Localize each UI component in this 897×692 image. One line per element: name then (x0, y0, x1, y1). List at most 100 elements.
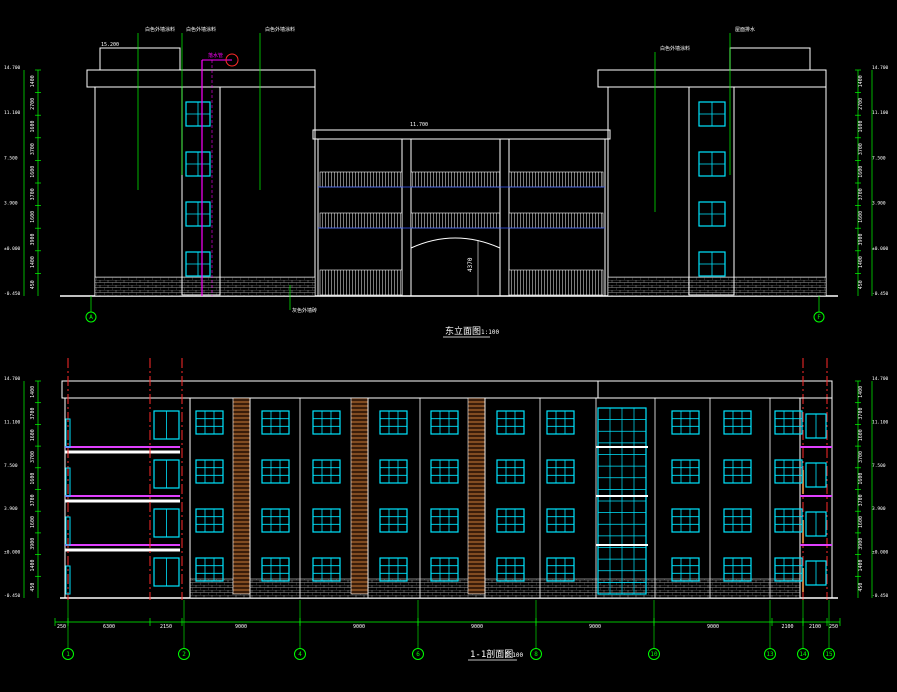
level-0: 14.700 (872, 65, 889, 71)
cut-left-jamb-2 (65, 516, 71, 546)
dim-seg-4: 1600 (30, 166, 36, 178)
window-8-3 (723, 557, 752, 582)
axis-bubble-14 (797, 648, 809, 660)
dim-seg-8: 1400 (30, 559, 36, 571)
cut-right-window-1 (805, 462, 827, 488)
floor-beams-left (65, 450, 180, 552)
axis-bubble-6 (412, 648, 424, 660)
middle-canopy (312, 129, 611, 140)
dimension-chain-top-left: 1400270016003700160037001600390014004501… (4, 65, 41, 297)
axis-bubble-2 (178, 648, 190, 660)
left-stair-core (181, 86, 221, 296)
window-7-0 (671, 410, 700, 435)
dim-seg-5: 3700 (30, 494, 36, 506)
span-9: 2100 (809, 624, 821, 630)
dim-seg-9: 450 (858, 280, 864, 289)
dim-seg-0: 1400 (858, 386, 864, 398)
top-left-window-0 (185, 101, 211, 127)
dim-seg-8: 1400 (30, 256, 36, 268)
window-4-0 (430, 410, 459, 435)
window-5-0 (496, 410, 525, 435)
level-0: 14.700 (4, 65, 21, 71)
entrance-arch (410, 237, 501, 296)
axis-bubble-8 (530, 648, 542, 660)
east-elevation: 白色外墙涂料 白色外墙涂料 白色外墙涂料 白色外墙涂料 屋面排水 15.200 … (4, 26, 889, 338)
window-0-1 (195, 459, 224, 484)
dim-seg-9: 450 (30, 280, 36, 289)
window-6-3 (546, 557, 575, 582)
dim-seg-7: 3900 (858, 538, 864, 550)
dim-seg-3: 3700 (858, 451, 864, 463)
top-scale: 1:100 (481, 329, 499, 336)
axis-bubble-15 (823, 648, 835, 660)
dim-seg-4: 1600 (30, 473, 36, 485)
window-4-2 (430, 508, 459, 533)
dim-seg-7: 3900 (30, 233, 36, 245)
axis-label-10: 10 (650, 651, 658, 658)
right-plinth (607, 276, 827, 297)
level-5: -0.450 (872, 291, 889, 297)
top-title: 东立面图 (445, 325, 481, 337)
window-8-1 (723, 459, 752, 484)
span-6: 9000 (589, 624, 601, 630)
window-6-0 (546, 410, 575, 435)
top-left-window-2 (185, 201, 211, 227)
dim-seg-0: 1400 (858, 75, 864, 87)
level-1: 11.100 (872, 419, 889, 425)
note-3: 白色外墙涂料 (265, 26, 295, 33)
window-2-3 (312, 557, 341, 582)
window-1-1 (261, 459, 290, 484)
bottom-title: 1-1剖面图 (470, 648, 513, 660)
window-0-2 (195, 508, 224, 533)
dim-seg-2: 1600 (30, 429, 36, 441)
roof-note: 屋面排水 (735, 26, 755, 33)
level-4: ±0.000 (872, 550, 889, 556)
level-5: -0.450 (4, 593, 21, 599)
dim-seg-3: 3700 (858, 143, 864, 155)
top-left-window-3 (185, 251, 211, 277)
window-9-2 (774, 508, 803, 533)
level-2: 7.500 (4, 155, 18, 161)
dim-seg-1: 3700 (858, 408, 864, 420)
cut-right-window-3 (805, 560, 827, 586)
cut-left-window-0 (153, 410, 180, 440)
dim-seg-1: 2700 (858, 98, 864, 110)
axis-label-13: 13 (766, 651, 774, 658)
section-cut-left (64, 397, 191, 599)
dim-seg-2: 1600 (858, 429, 864, 441)
leader-lines-top (137, 33, 731, 310)
dimension-chain-bottom-left: 1400370016003700160037001600390014004501… (4, 376, 41, 599)
span-10: 250 (829, 624, 838, 630)
window-8-2 (723, 508, 752, 533)
axis-bubble-10 (648, 648, 660, 660)
window-1-2 (261, 508, 290, 533)
curtain-wall (596, 407, 648, 595)
span-7: 9000 (707, 624, 719, 630)
window-5-1 (496, 459, 525, 484)
dim-seg-3: 3700 (30, 143, 36, 155)
window-9-3 (774, 557, 803, 582)
window-5-3 (496, 557, 525, 582)
dim-seg-2: 1600 (858, 120, 864, 132)
floor-slabs-right (800, 446, 832, 546)
dim-seg-5: 3700 (858, 188, 864, 200)
axis-label-4: 4 (298, 651, 302, 658)
level-3: 3.900 (4, 201, 18, 207)
level-2: 7.500 (872, 155, 886, 161)
span-1: 6300 (103, 624, 115, 630)
level-3: 3.900 (872, 506, 886, 512)
cut-windows (65, 410, 827, 595)
window-0-3 (195, 557, 224, 582)
level-1: 11.100 (4, 110, 21, 116)
right-stair-windows (698, 101, 726, 277)
axis-bubble-4 (294, 648, 306, 660)
axis-bubble-f (813, 311, 825, 323)
span-5: 9000 (471, 624, 483, 630)
level-1: 11.100 (872, 110, 889, 116)
note-2: 白色外墙涂料 (186, 26, 216, 33)
right-roof-structure (729, 47, 811, 71)
